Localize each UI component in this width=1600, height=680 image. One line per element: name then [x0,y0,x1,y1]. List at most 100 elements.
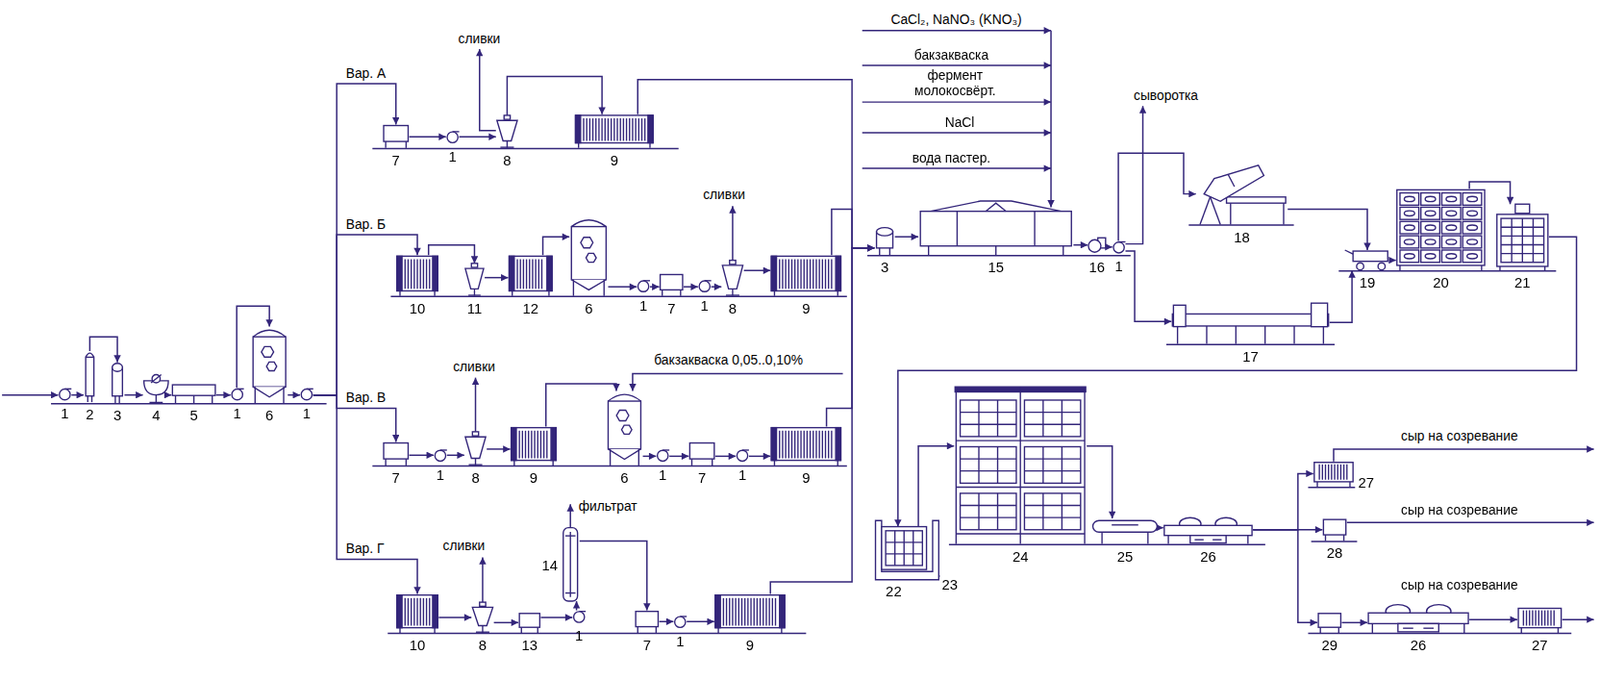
annotation: сливки [701,186,747,202]
whey-outlet [1125,105,1144,244]
callout-number: 24 [1012,549,1029,564]
callout-number: 1 [738,467,747,482]
annotation: Вар. В [345,389,388,405]
flow-line [409,135,447,137]
equipment-item: 12 [507,254,553,296]
callout-number: 1 [658,467,667,482]
annotation: сыр на созревание [1400,501,1520,518]
equipment-item: 6 [569,216,608,297]
pump-symbol [57,387,72,401]
callout-number: 17 [1242,349,1259,364]
box-symbol [634,610,659,633]
product-outlet [1333,449,1595,462]
plate-symbol [714,594,786,633]
flow-line [1329,270,1352,323]
callout-number: 26 [1410,637,1427,652]
equipment-item: 1 [230,387,245,401]
flow-line [895,235,919,237]
equipment-item: 3 [110,362,125,403]
former-symbol [1196,163,1289,225]
flow-line [659,621,675,623]
flow-line [770,248,875,595]
callout-number: 9 [801,300,810,316]
equipment-item: 10 [396,254,440,296]
equipment-item: 1 [572,610,586,625]
pump-symbol [230,387,245,401]
equipment-item: 25 [1091,518,1158,545]
flow-line [409,454,434,456]
equipment-item: 2 [83,350,97,402]
plate27-symbol [1517,606,1563,633]
flow-line [484,276,508,278]
equipment-item: 24 [953,385,1087,544]
equipment-item: 27 [1313,461,1354,488]
reagent-line [862,167,1051,169]
callout-number: 7 [667,300,675,316]
equipment-item: 8 [496,115,519,149]
equipment-item: 6 [250,326,288,404]
equipment-item: 20 [1396,188,1486,271]
equipment-item: 7 [382,441,410,465]
flow-line [643,455,657,457]
equipment-item: 22 [881,526,927,571]
flow-line [1118,152,1197,241]
equipment-item: 21 [1496,203,1550,271]
reagent-feed [1050,30,1051,208]
callout-number: 25 [1117,549,1134,564]
equipment-item: 1 [735,449,750,463]
callout-number: 1 [575,628,583,644]
annotation: NaCl [944,114,976,130]
cream-outlet [475,377,476,432]
flow-line [438,616,472,618]
callout-number: 26 [1200,549,1217,564]
pump-symbol [636,279,650,294]
callout-number: 20 [1432,275,1450,291]
annotation: CaCl₂, NaNO₃ (KNO₃) [889,12,1023,28]
equipment-item: 1 [446,130,460,145]
meter-symbol [110,362,125,403]
callout-number: 4 [151,407,160,423]
callout-number: 16 [1089,260,1106,275]
cream-outlet [481,556,483,602]
flow-line [1105,246,1112,248]
callout-number: 11 [467,300,482,316]
pump-symbol [735,449,750,463]
equipment-item: 14 [561,527,580,601]
flow-line [715,455,736,457]
flow-line [607,285,637,287]
equipment-item: 4 [143,373,171,403]
equipment-item: 2322 [875,520,940,580]
equipment-item: 29 [1317,612,1342,633]
flow-line [744,269,772,271]
callout-number: 28 [1326,546,1344,561]
plate-symbol [396,254,440,296]
flow-line [216,394,231,396]
callout-number: 2 [85,406,94,422]
callout-number: 1 [302,405,311,421]
cassette-symbol [881,526,927,571]
equipment-item: 7 [634,610,659,633]
flow-line [543,236,571,255]
callout-number: 1 [60,405,69,421]
callout-number: 7 [698,470,706,485]
flow-line [650,285,660,287]
callout-number: 10 [409,637,426,652]
callout-number: 1 [233,405,242,421]
flow-line [169,394,172,396]
box-symbol [659,273,684,296]
callout-number: 22 [885,583,902,599]
equipment-item: 9 [770,254,842,296]
equipment-item: 11 [464,263,485,297]
callout-number: 13 [521,637,538,652]
callout-number: 9 [746,637,754,652]
annotation: бакзакваска 0,05..0,10% [652,351,804,368]
callout-number: 12 [523,300,540,316]
plate-symbol [396,594,440,633]
callout-number: 3 [880,260,889,275]
callout-number: 10 [409,300,426,316]
rack24-symbol [953,385,1087,544]
flow-line [637,79,875,249]
flow-line [313,234,418,396]
